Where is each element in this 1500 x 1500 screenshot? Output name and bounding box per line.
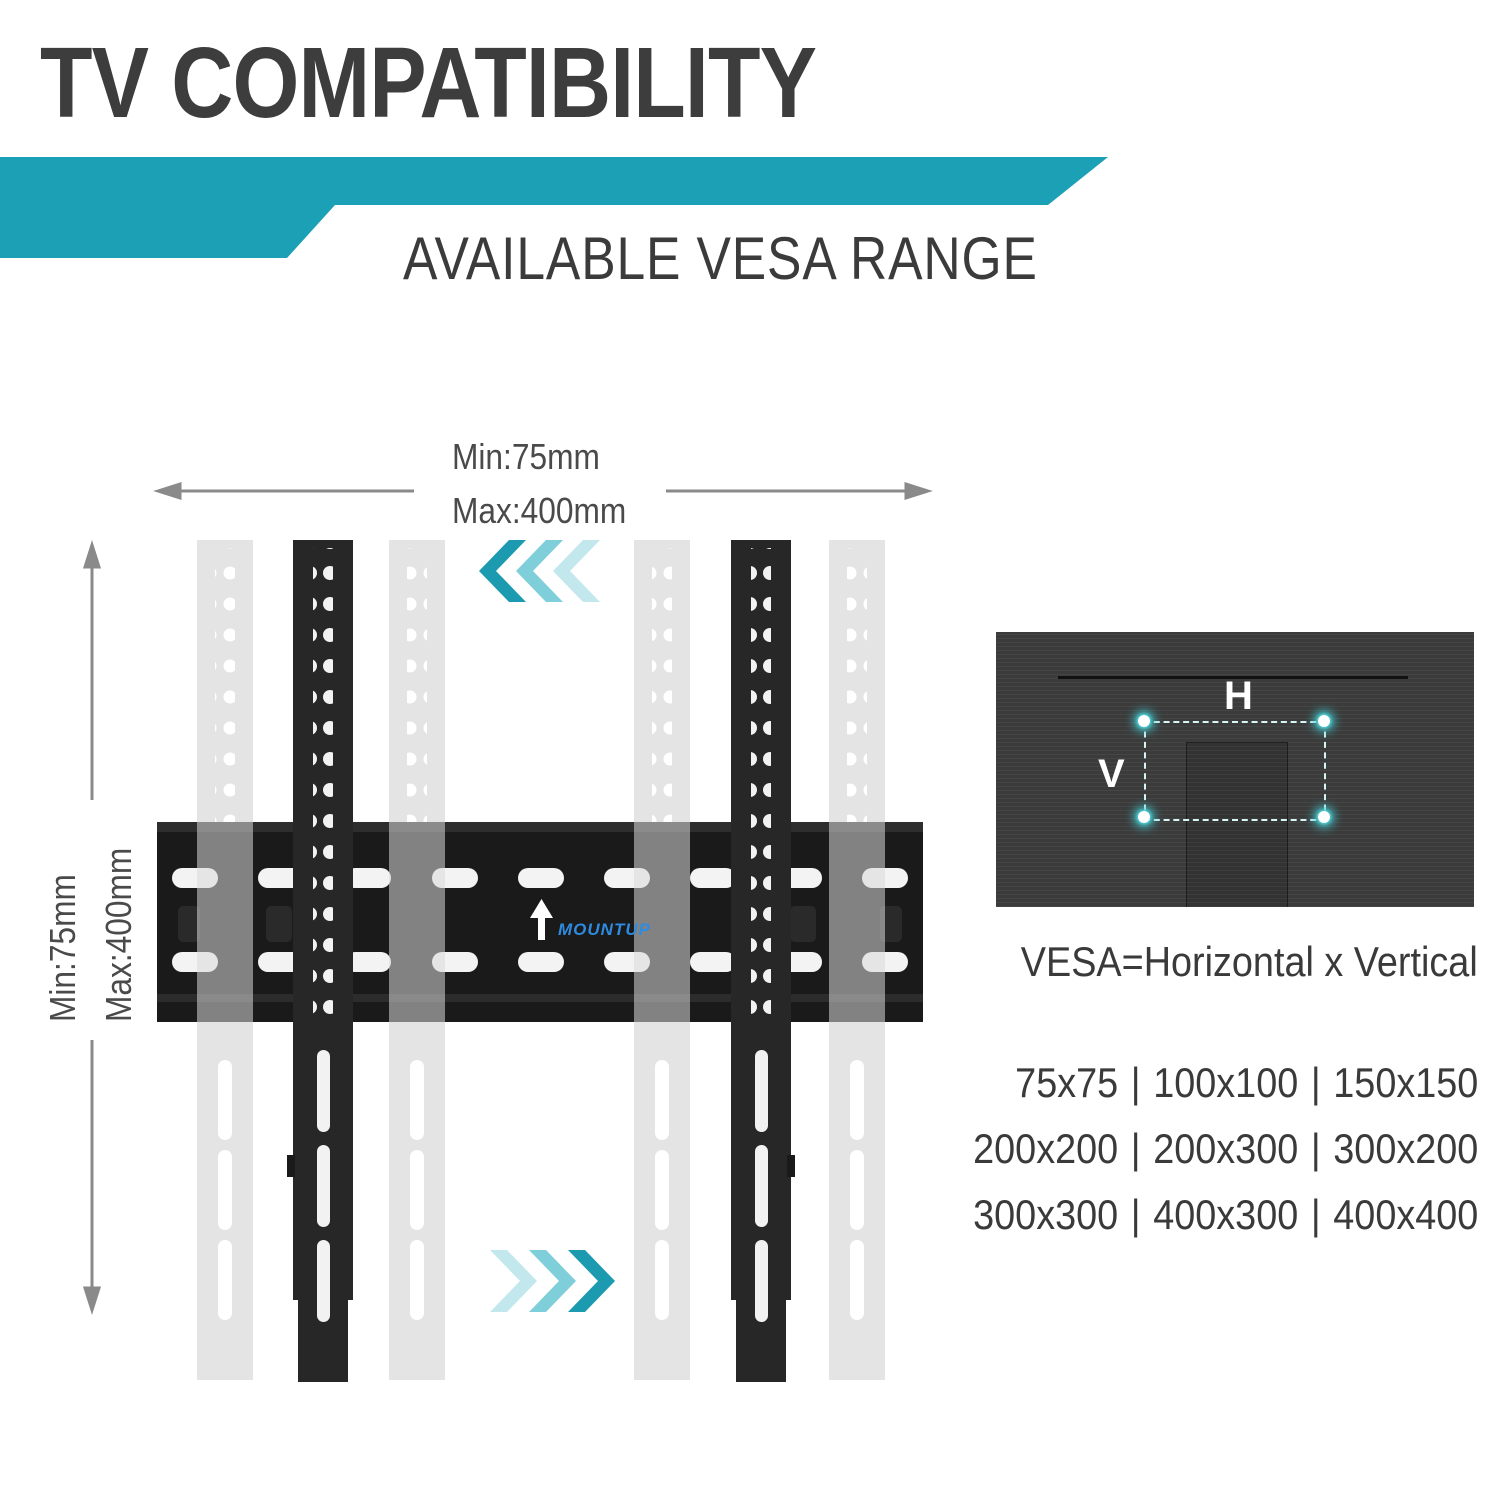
horizontal-min-label: Min:75mm: [452, 436, 600, 477]
vesa-formula: VESA=Horizontal x Vertical: [1021, 938, 1478, 985]
vertical-label: V: [1098, 752, 1125, 796]
vesa-hole-dot-bottom-left: [1138, 811, 1150, 823]
vesa-size: 200x200: [972, 1125, 1118, 1172]
tv-back-recess: [1186, 742, 1288, 907]
tv-back-rail: [1058, 676, 1408, 679]
vesa-size: 150x150: [1332, 1059, 1478, 1106]
vesa-hole-pattern: [1144, 721, 1326, 821]
chevrons-right-icon: [490, 1250, 615, 1312]
vesa-hole-dot-bottom-right: [1318, 811, 1330, 823]
faint-arm-overlays: [197, 822, 885, 1022]
vesa-hole-dot-top-left: [1138, 715, 1150, 727]
vesa-size: 100x100: [1152, 1059, 1298, 1106]
vesa-size-list: 75x75| 100x100| 150x150 200x200| 200x300…: [917, 1050, 1478, 1248]
vesa-size-row: 75x75| 100x100| 150x150: [1014, 1059, 1478, 1106]
header-accent-band: [0, 157, 1108, 258]
vesa-size: 75x75: [1014, 1059, 1118, 1106]
vertical-dimension-arrow: [82, 540, 102, 1315]
up-arrow-icon: [530, 899, 553, 940]
vesa-size-row: 300x300| 400x300| 400x400: [972, 1191, 1478, 1238]
horizontal-max-label: Max:400mm: [452, 490, 627, 531]
vesa-size: 200x300: [1152, 1125, 1298, 1172]
vesa-size: 400x300: [1152, 1191, 1298, 1238]
bracket-arm-right-dark: [731, 540, 795, 1382]
mount-diagram: MOUNTUP: [82, 481, 933, 1382]
tv-back-panel: H V: [996, 632, 1474, 907]
vesa-size: 400x400: [1332, 1191, 1478, 1238]
vesa-size: 300x300: [972, 1191, 1118, 1238]
vesa-size-row: 200x200| 200x300| 300x200: [972, 1125, 1478, 1172]
brand-logo: MOUNTUP: [558, 920, 651, 939]
chevrons-left-icon: [479, 540, 600, 602]
horizontal-dimension-arrow: [153, 481, 933, 501]
section-subtitle: AVAILABLE VESA RANGE: [403, 225, 1038, 292]
vesa-hole-dot-top-right: [1318, 715, 1330, 727]
horizontal-label: H: [1224, 674, 1253, 718]
page-title: TV COMPATIBILITY: [40, 27, 817, 139]
vesa-size: 300x200: [1332, 1125, 1478, 1172]
bracket-arm-left-dark: [287, 540, 353, 1382]
